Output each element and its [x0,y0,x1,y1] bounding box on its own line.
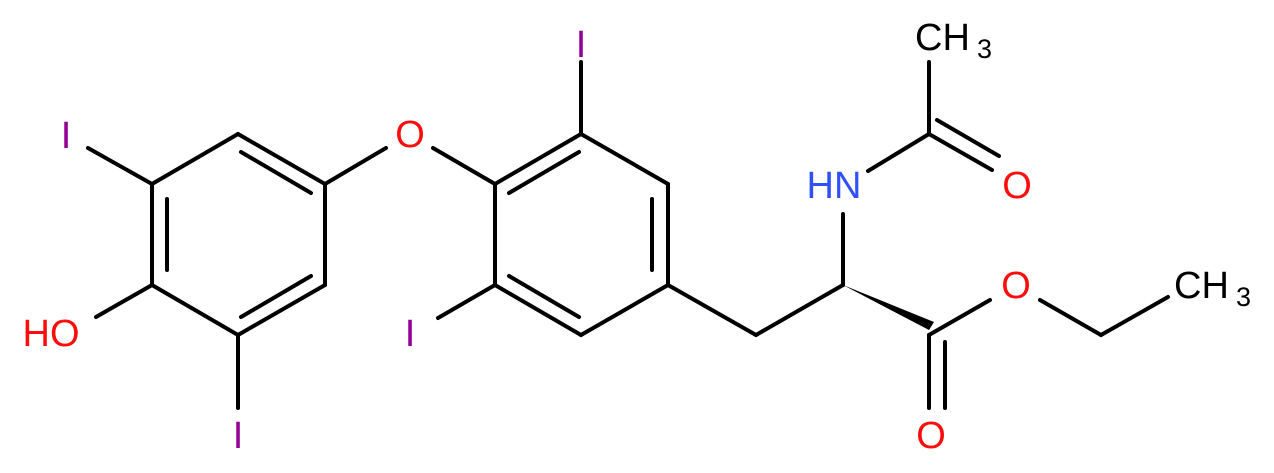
double-bond-inner [507,150,581,195]
bond [493,132,583,186]
bond [579,132,670,186]
bond [236,132,327,186]
double-bond-inner [935,118,1001,158]
iodine-label: I [233,415,244,457]
bond [431,146,497,186]
bond [493,283,583,337]
methyl-subscript: 3 [977,34,992,64]
bond [1099,295,1170,337]
atom-labels: I I HO O I I HN O CH 3 O O CH 3 [23,17,1252,457]
acetyl-methyl-label: CH 3 [915,17,992,64]
bond [1038,298,1103,337]
bond [579,283,670,337]
methyl-label: CH [915,17,970,59]
bond [927,298,992,337]
bond [927,132,994,172]
wedge-bond [843,285,934,330]
double-bond-inner [239,150,313,195]
ethyl-methyl-label: CH 3 [1174,265,1251,312]
iodine-label: I [61,115,72,157]
ether-oxygen-label: O [395,114,425,156]
bond [150,283,240,337]
right-ring-bonds [493,132,670,337]
bond [666,283,758,337]
double-bond-inner [507,274,581,319]
methyl-subscript: 3 [1236,282,1251,312]
bond [236,283,327,337]
iodine-label: I [405,313,416,355]
bond [86,146,154,186]
bond [866,132,931,173]
amide-nh-label: HN [807,165,862,207]
bond [150,132,240,186]
ester-carbonyl-oxygen-label: O [916,415,946,457]
bond [754,283,845,337]
ester-oxygen-label: O [1001,265,1031,307]
bond [323,146,388,186]
iodine-label: I [576,24,587,66]
methyl-label: CH [1174,265,1229,307]
side-chain-bonds [666,60,1170,410]
left-ring-bonds [150,132,327,337]
right-substituent-bonds [431,60,583,320]
amide-oxygen-label: O [1002,165,1032,207]
hydroxyl-label: HO [23,313,80,355]
bond [436,283,497,320]
bond [94,283,154,319]
double-bond-inner [239,274,313,319]
left-substituent-bonds [86,146,388,410]
